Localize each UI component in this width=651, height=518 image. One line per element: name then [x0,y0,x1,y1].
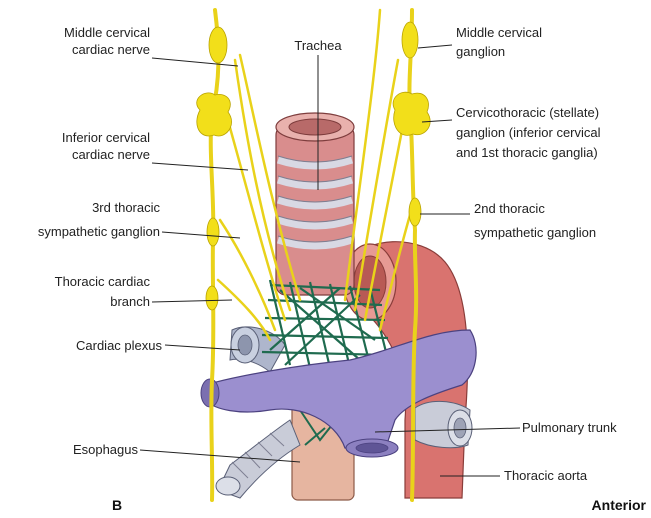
label-middle-cervical-cardiac-nerve: Middle cervical cardiac nerve [64,25,150,57]
label-middle-cervical-ganglion: Middle cervical ganglion [456,25,542,59]
label-second-thoracic-ganglion: 2nd thoracic sympathetic ganglion [474,201,596,240]
panel-letter: B [112,497,122,513]
label-line: cardiac nerve [72,42,150,57]
label-third-thoracic-ganglion: 3rd thoracic sympathetic ganglion [38,200,161,239]
trachea [276,113,354,295]
label-line: Inferior cervical [62,130,150,145]
label-line: Middle cervical [64,25,150,40]
label-thoracic-cardiac-branch: Thoracic cardiac branch [55,274,151,309]
orientation-label: Anterior [592,497,647,513]
label-line: branch [110,294,150,309]
label-line: Thoracic cardiac [55,274,151,289]
label-pulmonary-trunk: Pulmonary trunk [522,420,617,435]
label-line: sympathetic ganglion [474,225,596,240]
label-line: 2nd thoracic [474,201,545,216]
label-line: and 1st thoracic ganglia) [456,145,598,160]
label-line: 3rd thoracic [92,200,160,215]
label-line: cardiac nerve [72,147,150,162]
label-line: Middle cervical [456,25,542,40]
label-line: sympathetic ganglion [38,224,160,239]
label-esophagus: Esophagus [73,442,139,457]
label-cervicothoracic-ganglion: Cervicothoracic (stellate) ganglion (inf… [456,105,601,160]
pulmonary-artery-branch [415,401,472,447]
label-line: ganglion [456,44,505,59]
label-cardiac-plexus: Cardiac plexus [76,338,162,353]
label-trachea: Trachea [294,38,342,53]
label-thoracic-aorta: Thoracic aorta [504,468,588,483]
label-line: Cervicothoracic (stellate) [456,105,599,120]
label-line: ganglion (inferior cervical [456,125,601,140]
label-inferior-cervical-cardiac-nerve: Inferior cervical cardiac nerve [62,130,150,162]
